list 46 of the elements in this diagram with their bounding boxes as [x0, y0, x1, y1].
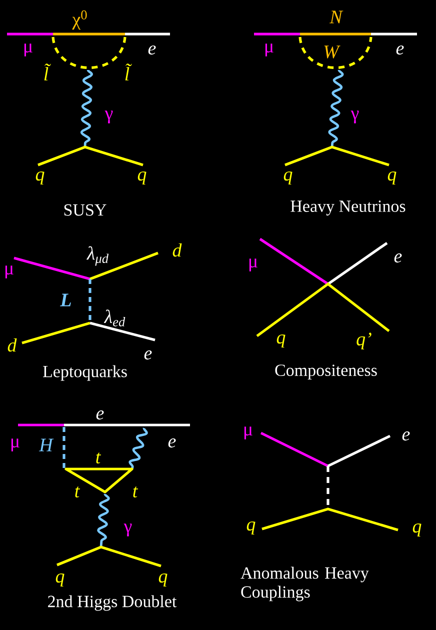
particle-label: λ$_{μd}$: [86, 246, 109, 266]
particle-label: H: [38, 438, 54, 452]
particle-label: γ: [124, 524, 132, 536]
particle-label: μ: [24, 44, 32, 56]
particle-label: e: [144, 350, 152, 360]
particle-label: N: [330, 10, 344, 24]
particle-label: q: [276, 334, 286, 348]
panel-caption: Compositeness: [275, 364, 377, 380]
particle-label: χ$^{0}$: [72, 10, 87, 30]
particle-label: γ: [350, 110, 359, 124]
particle-label: q: [388, 172, 396, 184]
particle-label: t: [96, 452, 102, 464]
panel-caption: Leptoquarks: [43, 365, 127, 381]
particle-label: e: [96, 410, 104, 420]
particle-label: l̃: [44, 64, 51, 80]
particle-label: q: [412, 524, 422, 536]
particle-label: q: [138, 172, 146, 184]
particle-label: t: [75, 486, 80, 498]
particle-label: L: [60, 294, 71, 306]
particle-label: d: [172, 243, 182, 257]
particle-label: q’: [356, 332, 372, 350]
particle-label: W: [324, 46, 340, 58]
panel-caption: Anomalous Heavy Couplings: [240, 566, 369, 602]
particle-label: e: [396, 45, 404, 55]
particle-label: e: [148, 45, 156, 55]
panel-caption: 2nd Higgs Doublet: [48, 595, 177, 611]
particle-label: e: [402, 431, 410, 441]
particle-label: q: [158, 574, 168, 586]
particle-label: μ: [11, 438, 20, 452]
particle-label: l̃: [125, 64, 132, 80]
particle-label: γ: [104, 110, 113, 124]
particle-label: d: [8, 338, 17, 352]
particle-label: μ: [5, 266, 14, 278]
particle-label: q: [246, 522, 256, 534]
particle-label: μ: [244, 426, 252, 440]
panel-caption: Heavy Neutrinos: [290, 200, 406, 216]
panel-caption: SUSY: [64, 204, 106, 216]
particle-label: e: [394, 253, 402, 263]
particle-label: μ: [249, 258, 258, 272]
particle-label: λ$_{ed}$: [104, 310, 126, 326]
particle-label: q: [36, 172, 44, 184]
particle-label: μ: [265, 44, 274, 56]
particle-label: e: [168, 438, 176, 448]
particle-label: t: [133, 486, 138, 498]
particle-label: q: [56, 574, 64, 586]
particle-label: q: [284, 172, 292, 184]
